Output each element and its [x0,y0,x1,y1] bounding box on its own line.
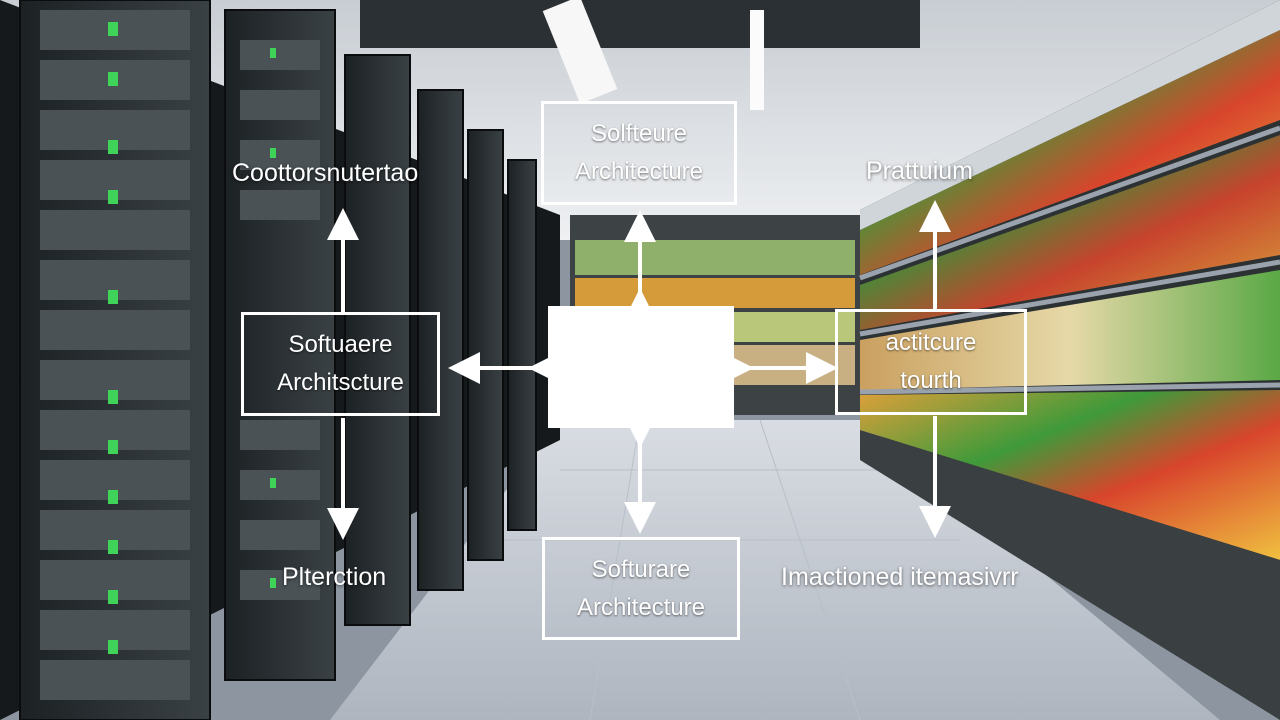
node-bottom-line1: Softurare [591,555,691,583]
node-left: Softuaere Architscture [241,312,440,416]
node-top-line2: Architecture [574,158,704,185]
node-left-line2: Architscture [277,369,404,396]
label-top-right: Prattuium [866,157,973,185]
label-top-left: Coottorsnutertao [232,159,419,187]
node-right-line1: actitcure [885,329,977,356]
node-right-line2: tourth [900,367,962,394]
node-bottom: Softurare Architecture [542,537,740,640]
label-bottom-left: Plterction [282,563,387,591]
node-left-line1: Softuaere [288,331,393,358]
node-center [548,306,734,428]
node-top-line1: Solfteure [590,120,688,147]
node-bottom-line2: Architecture [576,593,706,621]
node-right: actitcure tourth [835,309,1027,415]
node-top: Solfteure Architecture [541,101,737,205]
label-bottom-right: Imactioned itemasivrr [781,563,1019,591]
